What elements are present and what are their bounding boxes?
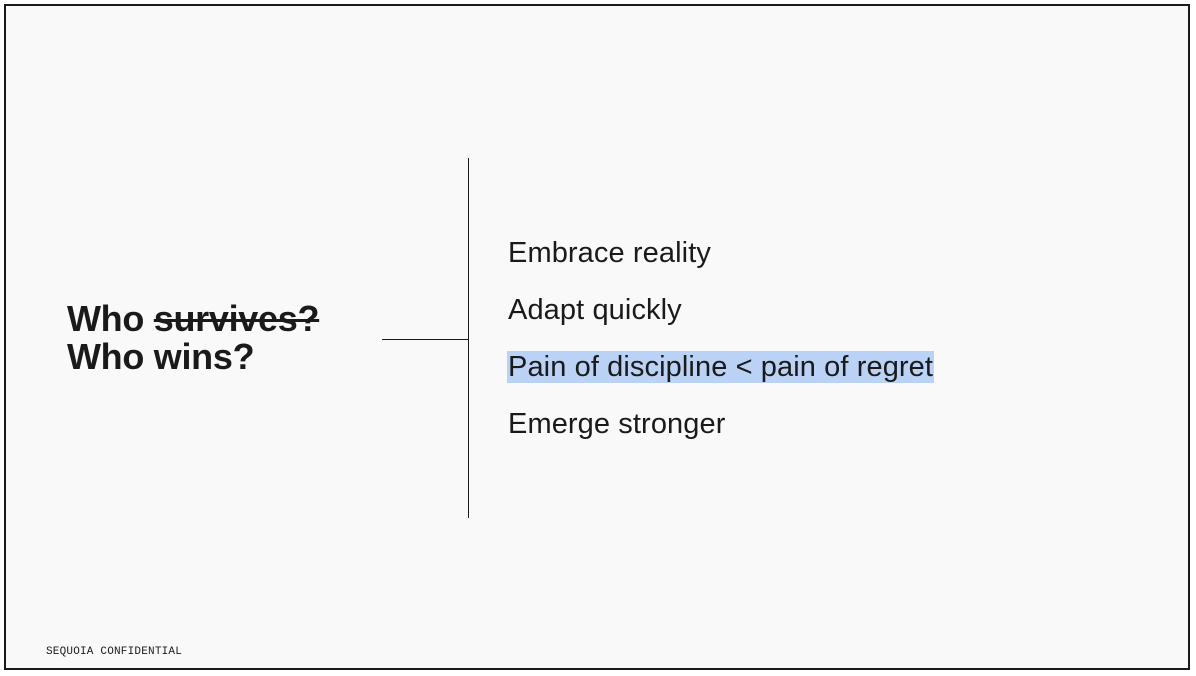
- list-item: Emerge stronger: [507, 406, 934, 443]
- list-item-text-selected[interactable]: Pain of discipline < pain of regret: [507, 351, 935, 383]
- connector-vertical-line: [468, 158, 469, 518]
- list-item-highlighted: Pain of discipline < pain of regret: [507, 349, 935, 386]
- heading-line-2: Who wins?: [67, 336, 255, 377]
- bullet-list: Embrace reality Adapt quickly Pain of di…: [507, 235, 935, 463]
- heading-struck-word: survives?: [153, 298, 320, 339]
- list-item: Embrace reality: [507, 235, 934, 272]
- heading-line-1: Who survives?: [67, 300, 319, 338]
- list-item-text: Embrace reality: [508, 237, 711, 269]
- confidential-footer: SEQUOIA CONFIDENTIAL: [46, 646, 183, 658]
- slide: Who survives? Who wins? Embrace reality …: [4, 4, 1190, 670]
- connector-horizontal-line: [382, 339, 469, 340]
- list-item-text: Emerge stronger: [508, 408, 726, 440]
- list-item-text: Adapt quickly: [508, 294, 682, 326]
- heading-prefix: Who: [67, 298, 154, 339]
- slide-heading: Who survives? Who wins?: [67, 300, 319, 376]
- list-item: Adapt quickly: [507, 292, 934, 329]
